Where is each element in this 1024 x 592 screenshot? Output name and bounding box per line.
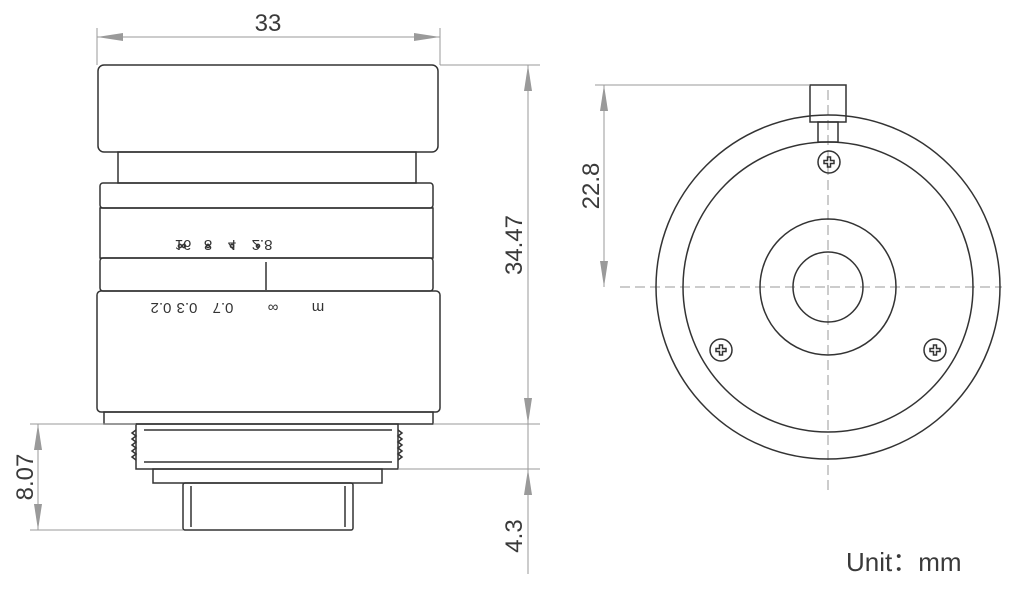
front-element-ring	[759, 218, 897, 356]
dimension-length: 34.47	[398, 64, 540, 470]
focus-scale: m ∞ 0.7 0.3 0.2	[151, 299, 325, 316]
side-view: 2.8 4 8 16 m ∞ 0.7 0.3 0.2 33	[12, 10, 540, 574]
dimension-width-label: 33	[255, 10, 282, 37]
dimension-flange: 4.3	[501, 424, 532, 574]
dimension-mount-label: 8.07	[12, 454, 39, 501]
rear-barrel	[182, 482, 354, 531]
locking-screw-shank	[817, 121, 839, 143]
neck-section	[117, 151, 417, 184]
phillips-screw-icon	[817, 150, 841, 174]
unit-label: Unit：mm	[846, 547, 962, 577]
focus-value-0-2: 0.2	[151, 299, 172, 316]
focus-value-0-7: 0.7	[213, 299, 234, 316]
rear-flange	[103, 411, 434, 425]
outer-ring	[655, 114, 1001, 460]
lens-aperture	[792, 251, 864, 323]
aperture-scale: 2.8 4 8 16	[175, 236, 273, 253]
dimension-screw-height-label: 22.8	[578, 163, 605, 210]
focus-ring	[97, 64, 439, 153]
dimension-mount: 8.07	[12, 423, 183, 531]
aperture-ring-top	[99, 182, 434, 209]
locking-screw	[809, 84, 847, 143]
dimension-length-label: 34.47	[501, 215, 528, 275]
dimension-screw-height: 22.8	[578, 84, 810, 287]
c-mount-thread	[130, 423, 404, 470]
phillips-screw-icon	[709, 338, 733, 362]
front-view: 22.8	[578, 84, 1002, 490]
focus-infinity: ∞	[267, 299, 278, 316]
focus-value-0-3: 0.3	[177, 299, 198, 316]
dimension-width: 33	[96, 10, 441, 65]
aperture-value-2-8: 2.8	[252, 236, 273, 253]
mount-collar	[152, 468, 383, 484]
dimension-flange-label: 4.3	[501, 519, 528, 552]
phillips-screw-icon	[923, 338, 947, 362]
focus-unit: m	[312, 299, 325, 316]
